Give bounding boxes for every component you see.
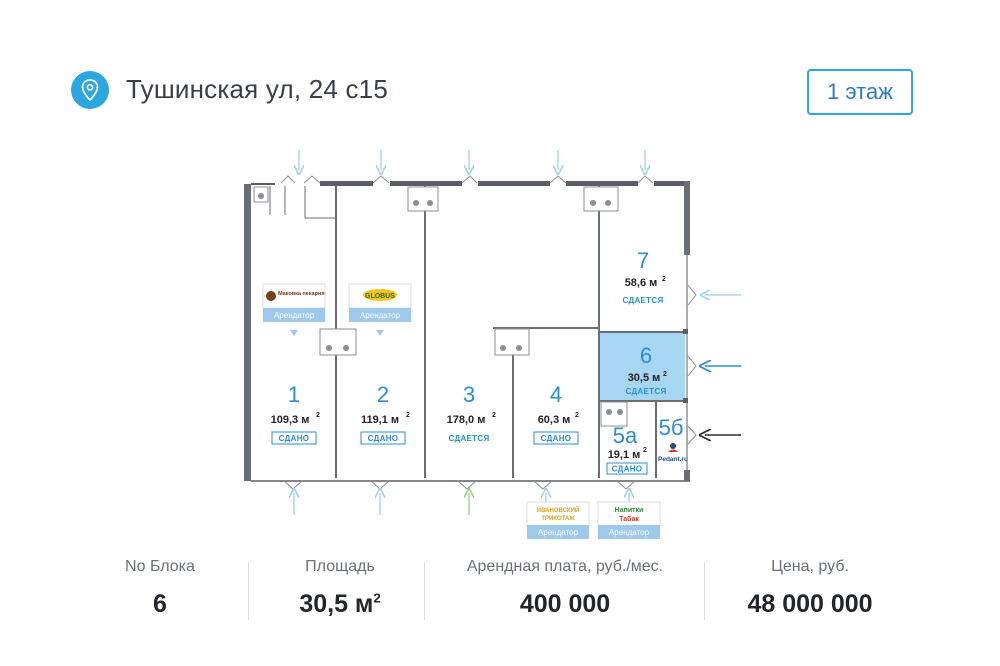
svg-text:СДАНО: СДАНО <box>368 434 399 443</box>
area-label: Площадь <box>305 558 375 575</box>
unit-3[interactable]: 3 178,0 м 2 СДАЕТСЯ <box>447 382 496 443</box>
unit-5a[interactable]: 5а 19,1 м 2 СДАНО <box>606 423 648 475</box>
price-label: Цена, руб. <box>771 558 849 575</box>
svg-text:5б: 5б <box>659 415 684 440</box>
svg-text:Арендатор: Арендатор <box>360 311 401 320</box>
svg-text:119,1 м: 119,1 м <box>361 414 399 426</box>
area-value-wrap: 30,5 м2 <box>270 590 410 619</box>
svg-text:60,3 м: 60,3 м <box>538 414 571 426</box>
svg-text:19,1 м: 19,1 м <box>608 449 641 461</box>
unit-1[interactable]: 1 109,3 м 2 СДАНО <box>271 382 320 445</box>
svg-text:1: 1 <box>288 382 300 407</box>
svg-text:Арендатор: Арендатор <box>274 311 315 320</box>
svg-text:2: 2 <box>492 412 496 419</box>
unit-4[interactable]: 4 60,3 м 2 СДАНО <box>533 382 579 445</box>
svg-text:Арендатор: Арендатор <box>609 528 650 537</box>
svg-text:2: 2 <box>406 412 410 419</box>
tenant-card-unit-4: ИВАНОВСКИЙ ТРИКОТАЖ Арендатор <box>526 501 590 539</box>
svg-text:ИВАНОВСКИЙ: ИВАНОВСКИЙ <box>537 506 579 514</box>
svg-text:2: 2 <box>663 371 667 378</box>
svg-text:СДАНО: СДАНО <box>612 465 643 474</box>
unit-5b[interactable]: 5б Pedant.ru <box>658 415 688 463</box>
svg-text:2: 2 <box>575 412 579 419</box>
svg-text:7: 7 <box>637 248 649 273</box>
svg-text:30,5 м: 30,5 м <box>628 372 661 384</box>
unit-2[interactable]: 2 119,1 м 2 СДАНО <box>360 382 410 445</box>
svg-text:5а: 5а <box>613 423 638 448</box>
block-label: No Блока <box>125 558 195 575</box>
unit-6-highlight[interactable] <box>600 333 685 401</box>
svg-text:GLOBUS: GLOBUS <box>365 293 395 300</box>
svg-text:Маковка пекарня: Маковка пекарня <box>278 291 325 297</box>
svg-text:4: 4 <box>550 382 562 407</box>
svg-text:109,3 м: 109,3 м <box>271 414 310 426</box>
svg-text:2: 2 <box>316 412 320 419</box>
svg-text:Табак: Табак <box>619 515 639 523</box>
tenant-card-unit-5a: Напитки Табак Арендатор <box>597 501 661 539</box>
svg-text:СДАЕТСЯ: СДАЕТСЯ <box>623 296 664 305</box>
svg-text:2: 2 <box>643 447 647 454</box>
divider <box>424 562 425 620</box>
svg-text:6: 6 <box>640 343 652 368</box>
svg-text:ТРИКОТАЖ: ТРИКОТАЖ <box>541 516 575 522</box>
svg-text:178,0 м: 178,0 м <box>447 414 486 426</box>
svg-text:Напитки: Напитки <box>615 507 644 514</box>
svg-text:2: 2 <box>377 382 389 407</box>
stat-price: Цена, руб. 48 000 000 <box>720 558 900 619</box>
svg-text:СДАНО: СДАНО <box>279 434 310 443</box>
svg-text:2: 2 <box>662 276 666 283</box>
block-value: 6 <box>153 590 167 618</box>
stat-block-number: No Блока 6 <box>110 558 210 619</box>
price-value: 48 000 000 <box>747 590 873 618</box>
svg-text:3: 3 <box>463 382 475 407</box>
divider <box>704 562 705 620</box>
svg-text:СДАНО: СДАНО <box>541 434 572 443</box>
rent-value: 400 000 <box>519 590 611 618</box>
tenant-card-unit-2: GLOBUS Арендатор <box>348 283 412 336</box>
tenant-card-unit-1: Маковка пекарня Арендатор <box>262 283 326 336</box>
map-pin-icon <box>71 71 109 109</box>
stat-area: Площадь 30,5 м2 <box>270 558 410 619</box>
divider <box>248 562 249 620</box>
svg-text:Pedant.ru: Pedant.ru <box>658 456 688 463</box>
svg-text:58,6 м: 58,6 м <box>625 277 658 289</box>
rent-label: Арендная плата, руб./мес. <box>466 558 664 575</box>
unit-7[interactable]: 7 58,6 м 2 СДАЕТСЯ <box>623 248 667 305</box>
svg-text:СДАЕТСЯ: СДАЕТСЯ <box>449 434 490 443</box>
svg-text:СДАЕТСЯ: СДАЕТСЯ <box>626 387 667 396</box>
address-title: Тушинская ул, 24 с15 <box>126 74 388 104</box>
floor-selector-button[interactable]: 1 этаж <box>807 69 913 115</box>
svg-text:Арендатор: Арендатор <box>538 528 579 537</box>
unit-6[interactable]: 6 30,5 м 2 СДАЕТСЯ <box>626 343 668 396</box>
area-value: 30,5 м <box>299 590 374 618</box>
area-unit-sup: 2 <box>373 590 381 606</box>
stat-rent: Арендная плата, руб./мес. 400 000 <box>440 558 690 619</box>
